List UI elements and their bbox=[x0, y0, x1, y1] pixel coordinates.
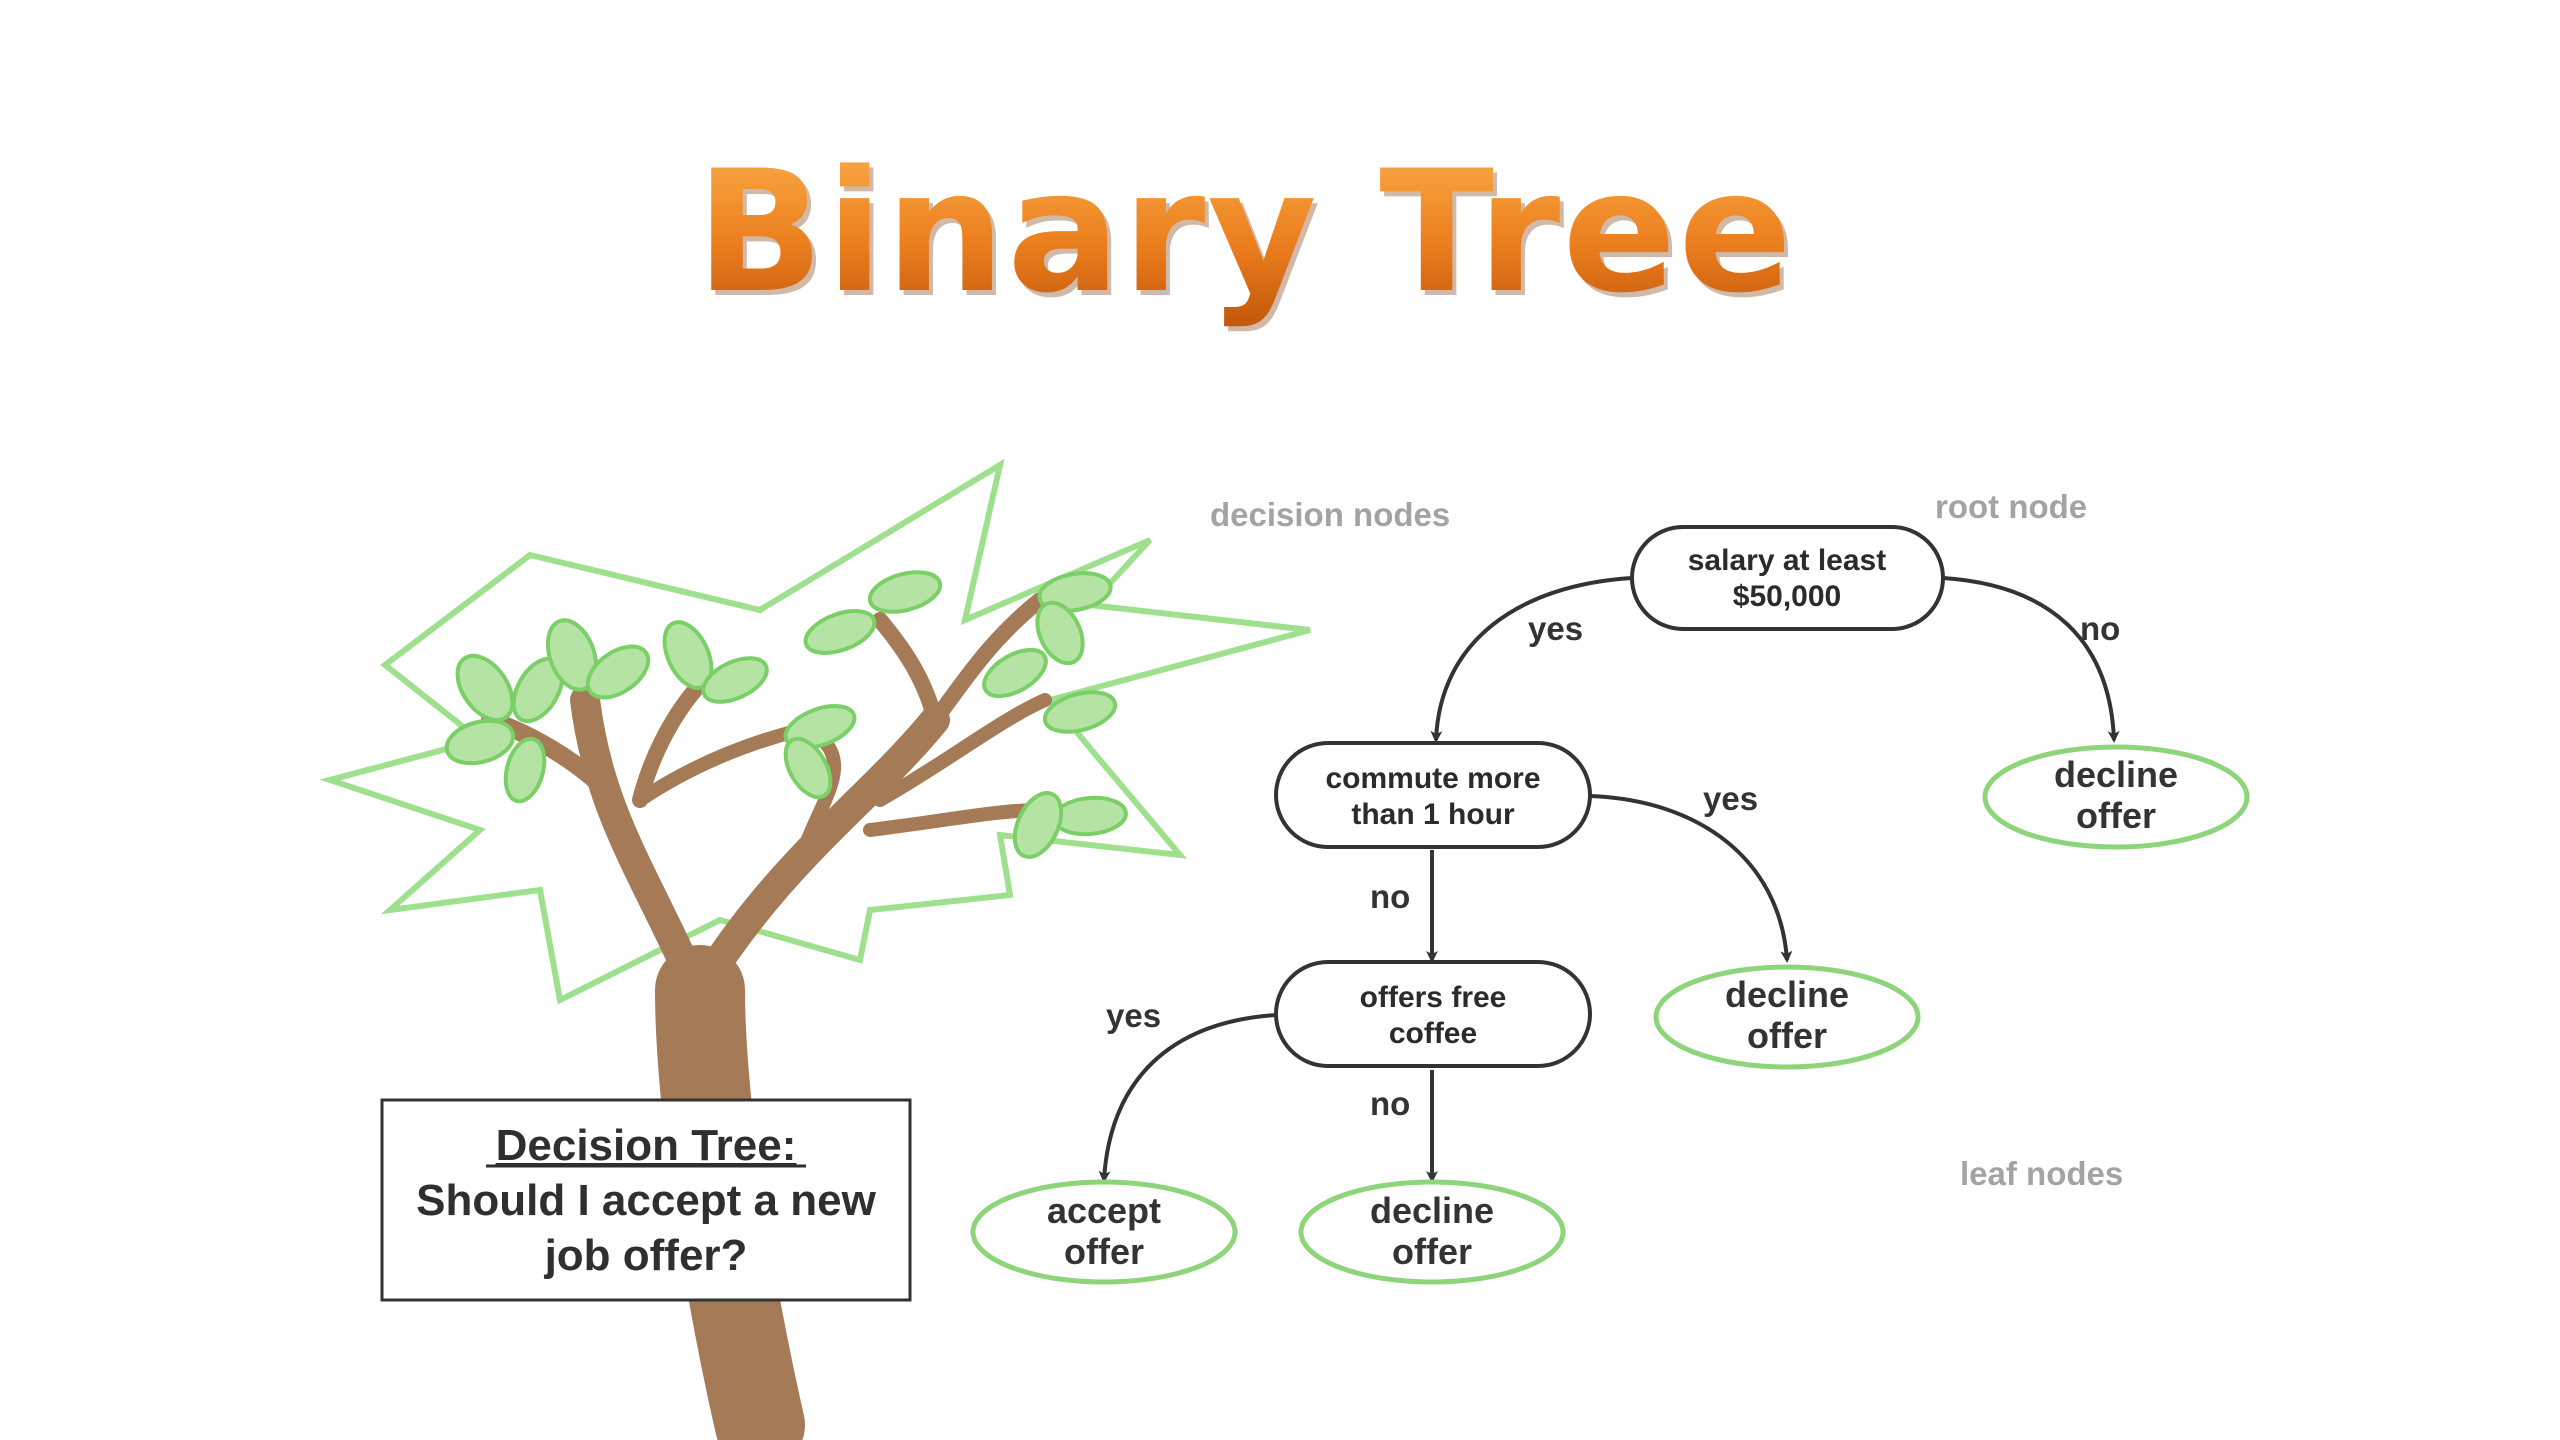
leaf-node-decline-1-line1: decline bbox=[2054, 754, 2178, 795]
leaf bbox=[444, 718, 516, 766]
leaf-node-decline-3-line1: decline bbox=[1370, 1190, 1494, 1231]
title-shadow: Binary Tree bbox=[700, 139, 1798, 335]
page-title: Binary Tree bbox=[696, 134, 1794, 330]
edge-label-root-yes: yes bbox=[1528, 610, 1583, 647]
leaf bbox=[803, 609, 877, 655]
leaf bbox=[867, 570, 943, 614]
decision-node-commute: commute more than 1 hour bbox=[1274, 741, 1592, 849]
decision-node-root: salary at least $50,000 bbox=[1630, 525, 1945, 631]
leaf bbox=[783, 736, 833, 800]
leaf-node-decline-3-line2: offer bbox=[1392, 1231, 1472, 1272]
leaf-node-decline-1: decline offer bbox=[1982, 744, 2250, 850]
tree-leaves bbox=[444, 570, 1128, 859]
edge-root-yes bbox=[1430, 576, 1633, 743]
edge-label-root-no: no bbox=[2080, 610, 2120, 647]
leaf bbox=[1035, 600, 1085, 666]
leaf bbox=[503, 736, 547, 804]
tree-edges bbox=[1098, 576, 2120, 1183]
leaf-node-decline-2-line2: offer bbox=[1747, 1015, 1827, 1056]
leaf bbox=[701, 656, 769, 704]
leaf bbox=[783, 704, 857, 750]
decision-node-coffee: offers free coffee bbox=[1274, 960, 1592, 1068]
decision-node-coffee-line2: coffee bbox=[1389, 1017, 1477, 1050]
leaf bbox=[585, 644, 651, 700]
leaf-node-accept-line2: offer bbox=[1064, 1231, 1144, 1272]
caption-box: Decision Tree: Should I accept a new job… bbox=[380, 1098, 912, 1302]
caption-line1: Should I accept a new bbox=[416, 1176, 876, 1225]
leaf-node-decline-2-line1: decline bbox=[1725, 974, 1849, 1015]
leaf-node-accept-line1: accept bbox=[1047, 1190, 1161, 1231]
edge-commute-yes bbox=[1589, 794, 1793, 963]
edge-label-coffee-yes: yes bbox=[1106, 997, 1161, 1034]
leaf-node-accept: accept offer bbox=[970, 1179, 1238, 1285]
leaf bbox=[982, 647, 1048, 699]
decision-node-commute-line1: commute more bbox=[1325, 762, 1540, 795]
leaf-node-decline-1-line2: offer bbox=[2076, 795, 2156, 836]
decision-node-commute-line2: than 1 hour bbox=[1351, 798, 1515, 831]
leaf bbox=[455, 653, 515, 723]
caption-heading: Decision Tree: bbox=[496, 1121, 797, 1170]
edge-label-coffee-no: no bbox=[1370, 1085, 1410, 1122]
decision-node-coffee-line1: offers free bbox=[1360, 981, 1507, 1014]
edge-label-commute-yes: yes bbox=[1703, 780, 1758, 817]
decision-node-root-line1: salary at least bbox=[1688, 544, 1886, 577]
leaf bbox=[1037, 571, 1113, 613]
legend-root-node: root node bbox=[1935, 488, 2087, 525]
edge-root-no bbox=[1942, 576, 2120, 743]
leaf bbox=[545, 618, 599, 692]
leaf-node-decline-2: decline offer bbox=[1653, 964, 1921, 1070]
decision-node-root-line2: $50,000 bbox=[1733, 580, 1841, 613]
caption-line2: job offer? bbox=[544, 1231, 748, 1280]
edge-coffee-yes bbox=[1098, 1013, 1277, 1183]
legend-decision-nodes: decision nodes bbox=[1210, 496, 1450, 533]
leaf bbox=[1012, 791, 1064, 859]
leaf-node-decline-3: decline offer bbox=[1298, 1179, 1566, 1285]
edge-label-commute-no: no bbox=[1370, 878, 1410, 915]
tree-illustration bbox=[319, 458, 1311, 1440]
legend-leaf-nodes: leaf nodes bbox=[1960, 1155, 2123, 1192]
leaf bbox=[1042, 690, 1118, 734]
